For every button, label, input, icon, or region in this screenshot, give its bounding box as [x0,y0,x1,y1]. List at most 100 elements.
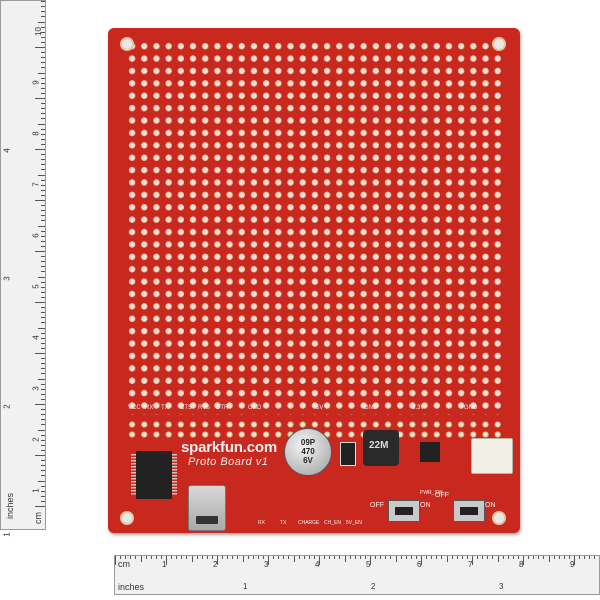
left-ruler-tick [35,98,45,99]
left-ruler-tick [41,444,45,446]
bottom-ruler-tick [329,556,331,559]
left-ruler-tick [41,261,45,263]
bottom-ruler-inch-number: 2 [371,582,376,591]
bottom-ruler-tick [334,556,336,559]
left-ruler-tick [38,21,45,23]
left-ruler-tick [35,149,45,150]
left-ruler-tick [41,296,45,298]
bottom-ruler-tick [579,556,581,559]
bottom-ruler-tick [538,556,540,559]
bottom-ruler-tick [324,556,326,559]
left-ruler-tick [41,184,45,186]
slide-switch-right [453,500,485,522]
bottom-ruler-tick [543,556,545,559]
left-ruler-tick [41,205,45,207]
left-ruler-tick [41,240,45,242]
bottom-ruler-tick [441,556,443,559]
header-label-0: VCC [128,405,141,411]
bottom-ruler-tick [477,556,479,559]
left-ruler-tick [41,52,45,54]
left-ruler-tick [41,220,45,222]
capacitor-value: 470 [301,447,315,456]
bottom-ruler-tick [191,556,193,562]
bottom-ruler-cm-number: 3 [264,560,269,569]
left-ruler-tick [41,409,45,411]
bottom-ruler-cm-number: 7 [468,560,473,569]
left-ruler-tick [41,424,45,426]
bottom-ruler-tick [528,556,530,559]
left-ruler-tick [35,455,45,456]
bottom-ruler-cm-number: 5 [366,560,371,569]
bottom-ruler-tick [196,556,198,559]
left-ruler-tick [41,363,45,365]
bottom-ruler-tick [160,556,162,559]
bottom-ruler-tick [456,556,458,559]
bottom-ruler-cm-label: cm [118,559,130,569]
bottom-ruler-cm-number: 6 [417,560,422,569]
bottom-ruler-tick [589,556,591,559]
bottom-ruler-tick [176,556,178,559]
capacitor-code: 09P [300,438,316,447]
bottom-ruler-tick [385,556,387,559]
voltage-regulator-chip [420,442,440,462]
left-ruler-tick [38,429,45,431]
bottom-ruler-tick [344,556,346,562]
left-ruler-tick [41,215,45,217]
bottom-ruler-tick [426,556,428,559]
left-ruler-cm-number: 8 [31,131,41,136]
bottom-ruler-tick [364,556,366,559]
left-ruler-tick [41,388,45,390]
left-ruler-tick [41,373,45,375]
left-ruler-tick [41,449,45,451]
bottom-ruler-tick [497,556,499,562]
left-ruler-tick [41,57,45,59]
left-ruler-inches-label: inches [5,492,16,520]
left-ruler-tick [38,378,45,380]
left-ruler-tick [41,235,45,237]
bottom-ruler-tick [115,556,116,565]
left-ruler-tick [41,6,45,8]
bottom-ruler-tick [359,556,361,559]
bottom-ruler-tick [206,556,208,559]
bottom-ruler-tick [201,556,203,559]
left-ruler-inch-number: 2 [2,404,12,409]
bottom-ruler-tick [461,556,463,559]
bottom-ruler-tick [502,556,504,559]
left-ruler-tick [41,164,45,166]
left-ruler-tick [41,1,45,3]
bottom-ruler-tick [140,556,142,562]
left-ruler-tick [41,419,45,421]
bottom-ruler-inch-number: 3 [499,582,504,591]
bottom-ruler-tick [431,556,433,559]
header-label-2: TX [161,405,169,411]
left-ruler-tick [41,460,45,462]
left-ruler-tick [41,16,45,18]
bottom-ruler-tick [568,556,570,559]
bottom-ruler-tick [237,556,239,559]
header-label-1: RX [145,405,154,411]
bottom-ruler-tick [155,556,157,559]
bottom-ruler-tick [410,556,412,559]
header-label-10: GND [464,405,478,411]
left-ruler-tick [35,353,45,354]
bottom-ruler-tick [594,556,596,559]
left-ruler-tick [41,307,45,309]
left-ruler-tick [41,347,45,349]
header-label-9: 3.3V [412,405,425,411]
left-ruler-tick [41,31,45,33]
bottom-ruler-inch-number: 1 [243,582,248,591]
bottom-ruler-tick [171,556,173,559]
jst-battery-connector [471,438,513,474]
bottom-ruler-tick [390,556,392,559]
bottom-ruler-tick [278,556,280,559]
left-ruler-tick [41,434,45,436]
bottom-ruler-tick [288,556,290,559]
left-ruler-cm-number: 10 [33,27,43,36]
bottom-ruler-tick [472,556,473,565]
left-ruler-inch-number: 3 [2,276,12,281]
bottom-ruler-tick [181,556,183,559]
left-ruler-cm-number: 4 [31,335,41,340]
left-ruler-inch-number: 4 [2,148,12,153]
left-ruler-tick [35,47,45,48]
diode [340,442,356,466]
